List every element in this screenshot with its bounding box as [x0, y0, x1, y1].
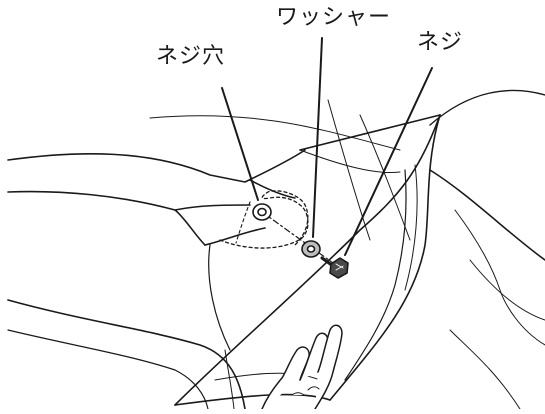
label-washer: ワッシャー: [276, 5, 392, 30]
seat-cushion-curve-3: [449, 329, 521, 410]
seat-shell-curve: [299, 149, 401, 174]
screw-part: [320, 256, 349, 279]
leader-screw: [344, 67, 433, 256]
seat-shell-upper: [149, 115, 401, 151]
panel-right-edge: [329, 114, 441, 401]
seat-cushion-curve: [454, 209, 545, 346]
panel-bottom: [174, 393, 331, 406]
panel-left-edge: [174, 114, 441, 406]
armrest-end: [174, 204, 251, 211]
hidden-bracket-outline-2: [235, 201, 251, 244]
label-screw: ネジ: [417, 30, 464, 55]
panel-inner-fold-2: [404, 164, 418, 291]
panel-inner-fold: [344, 169, 407, 381]
frame-leg-side: [224, 349, 235, 410]
frame-leg-inner: [7, 329, 209, 410]
leader-washer: [312, 37, 323, 238]
seat-shell-right-lower: [429, 169, 545, 261]
seat-shell-inner-2: [327, 99, 371, 241]
seat-shell-right: [429, 89, 545, 126]
frame-leg-outer: [7, 299, 246, 410]
assembly-axis-line: [261, 211, 341, 269]
hand-illustration: [261, 324, 343, 410]
armrest-top: [7, 149, 306, 183]
leader-screw-hole: [221, 87, 259, 201]
washer-part: [301, 240, 321, 258]
seat-cushion-curve-2: [469, 259, 545, 321]
armrest-bracket: [204, 227, 266, 246]
panel-top-edge: [299, 114, 441, 151]
hidden-bracket-outline: [219, 190, 309, 249]
screw-hole-part: [252, 203, 272, 221]
frame-side-panel: [208, 244, 231, 351]
armrest-bottom: [7, 190, 206, 246]
label-screw-hole: ネジ穴: [156, 44, 226, 69]
panel-lower-shade: [214, 372, 321, 381]
